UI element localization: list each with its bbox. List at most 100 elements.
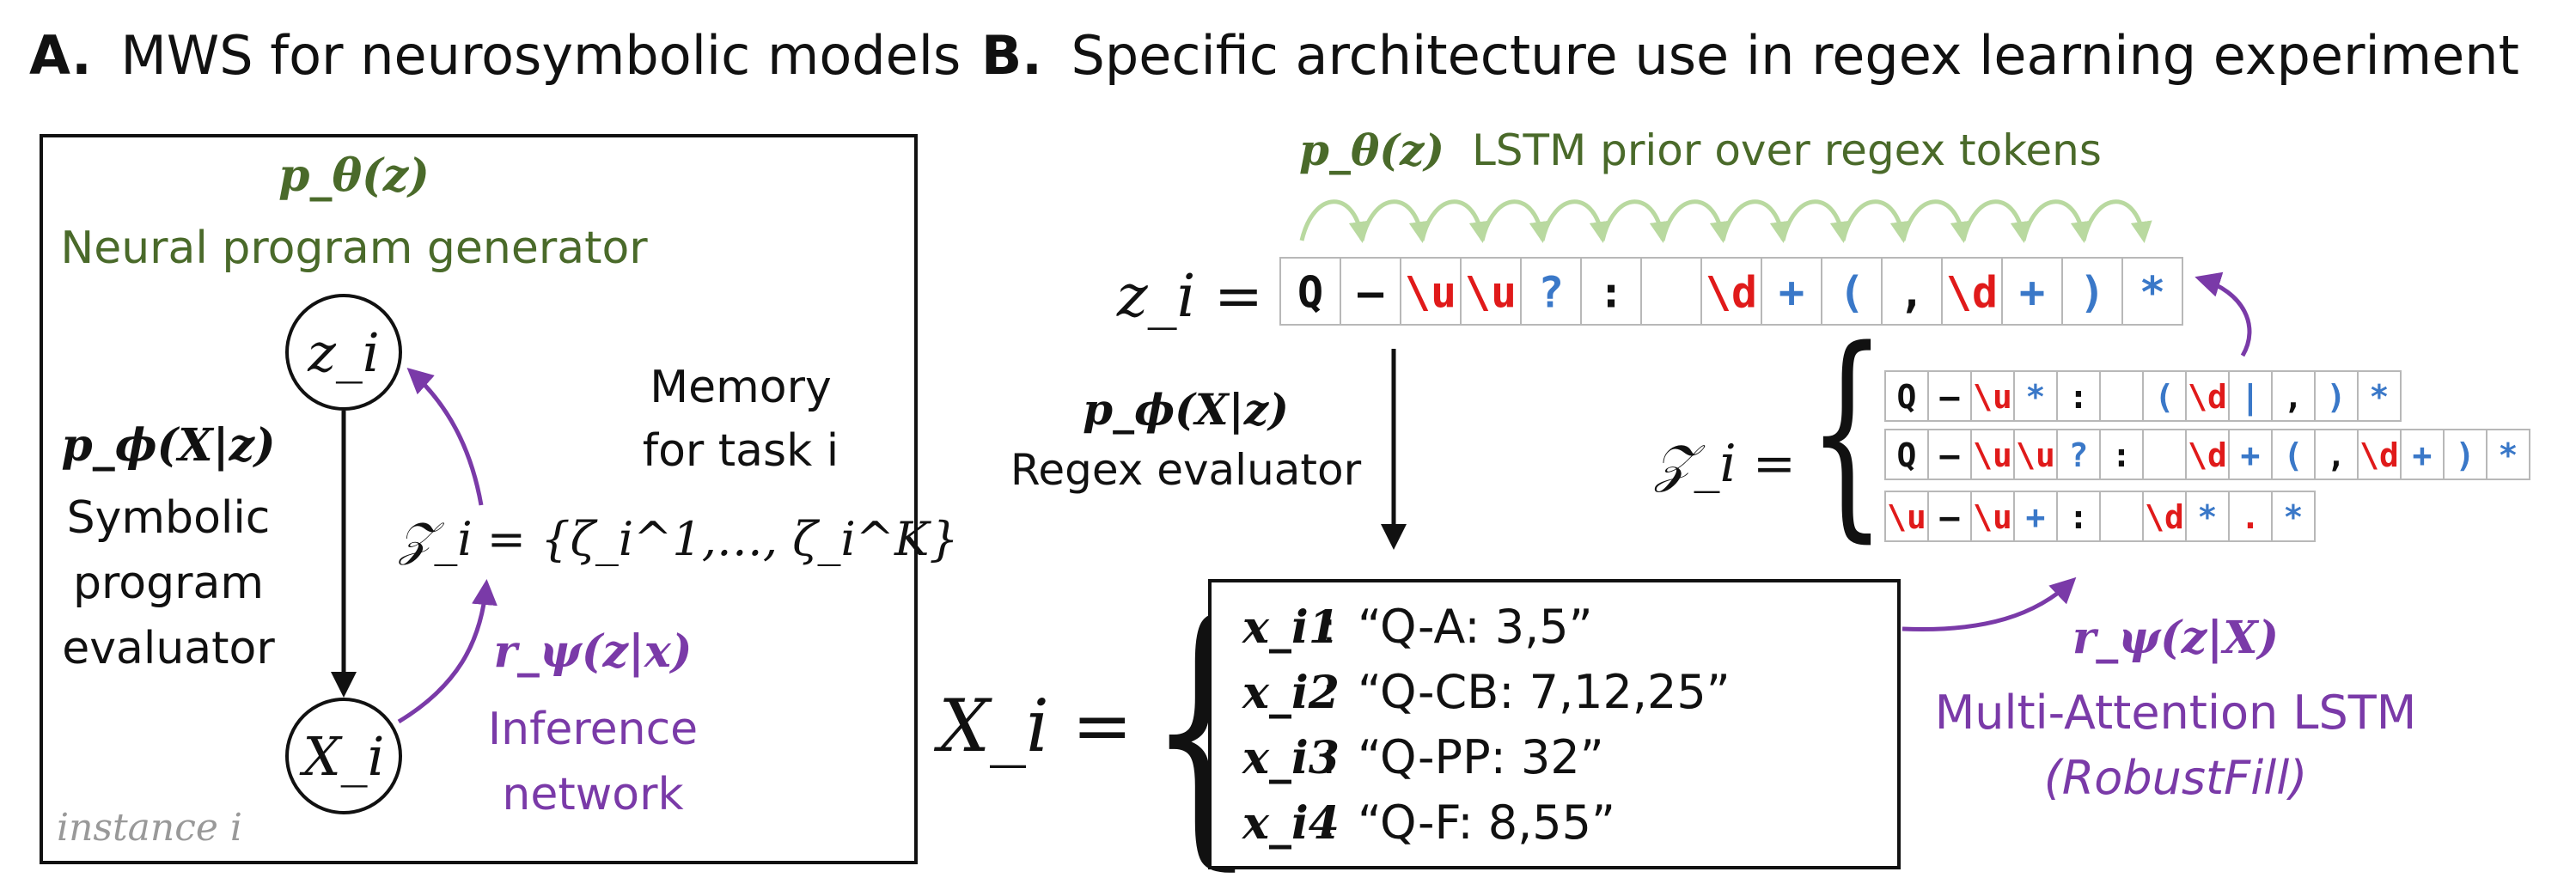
example-text: “Q-A: 3,5” bbox=[1358, 600, 1593, 654]
panel-b-evaluator-formula: p_ϕ(X|z) bbox=[1083, 384, 1289, 436]
token-cell bbox=[2357, 370, 2402, 422]
regex-token: \d bbox=[2145, 498, 2184, 536]
token-cell bbox=[1884, 429, 1929, 480]
example-colon: : bbox=[1322, 668, 1337, 719]
regex-token: – bbox=[1358, 268, 1384, 318]
token-cell bbox=[2142, 429, 2187, 480]
example-var: x_i1 bbox=[1242, 601, 1340, 654]
regex-token: | bbox=[2241, 378, 2261, 417]
regex-token: ( bbox=[1839, 268, 1865, 318]
panel-a-instance-label: instance i bbox=[57, 806, 242, 850]
panel-b-inference-label: Multi-Attention LSTM bbox=[1935, 686, 2417, 740]
regex-token: \u bbox=[1973, 436, 2012, 474]
panel-a-title: MWS for neurosymbolic models bbox=[120, 24, 961, 87]
example-text: “Q-F: 8,55” bbox=[1358, 796, 1615, 850]
lstm-arrow bbox=[1419, 199, 1491, 243]
panel-b-evaluator-label: Regex evaluator bbox=[1010, 445, 1362, 495]
panel-a-evaluator-label-2: program bbox=[73, 558, 264, 609]
panel-b: B. Specific architecture use in regex le… bbox=[933, 24, 2530, 878]
panel-a-memory-label-1: Memory bbox=[650, 362, 831, 413]
example-text: “Q-CB: 7,12,25” bbox=[1358, 665, 1731, 719]
panel-b-z-formula: z_i = bbox=[1116, 263, 1263, 331]
node-x bbox=[285, 698, 402, 814]
regex-token: * bbox=[2140, 268, 2165, 318]
regex-token: , bbox=[2327, 436, 2347, 474]
regex-token: * bbox=[2499, 436, 2518, 474]
lstm-arrow bbox=[1901, 199, 1972, 243]
regex-token: : bbox=[1598, 268, 1624, 318]
lstm-arrow bbox=[1540, 199, 1611, 243]
regex-token: ( bbox=[2284, 436, 2304, 474]
regex-token: , bbox=[1899, 268, 1925, 318]
regex-token: – bbox=[1940, 378, 1960, 416]
memory-to-z-arrow-b bbox=[2194, 271, 2252, 357]
token-cell bbox=[1970, 491, 2015, 542]
token-cell bbox=[2061, 257, 2123, 326]
regex-token: ? bbox=[2069, 436, 2089, 474]
token-cell bbox=[2400, 429, 2445, 480]
z-token-row: Q–\u\u?:\d+(,\d+)* bbox=[1279, 257, 2183, 326]
example-text: “Q-PP: 32” bbox=[1358, 730, 1604, 784]
panel-b-memory-formula: 𝒵_i = bbox=[1653, 434, 1796, 494]
lstm-arrow bbox=[1840, 199, 1912, 243]
token-cell bbox=[2228, 491, 2273, 542]
regex-token: , bbox=[2284, 378, 2304, 416]
regex-token: \d bbox=[2188, 436, 2227, 474]
regex-token: \d bbox=[1706, 268, 1757, 318]
regex-token: \u bbox=[1887, 498, 1926, 536]
token-cell bbox=[1970, 429, 2015, 480]
lstm-arrow bbox=[1961, 199, 2032, 243]
regex-token: \d bbox=[2188, 378, 2227, 416]
lstm-arrow bbox=[1299, 199, 1370, 243]
token-cell bbox=[1970, 370, 2015, 422]
regex-token: : bbox=[2112, 436, 2132, 474]
panel-a-prior-label: Neural program generator bbox=[60, 223, 648, 274]
regex-token: \u bbox=[1465, 268, 1517, 318]
token-cell bbox=[2271, 370, 2316, 422]
regex-token: . bbox=[2241, 498, 2261, 536]
token-cell bbox=[2142, 491, 2187, 542]
regex-token: + bbox=[2019, 268, 2045, 318]
regex-token: ) bbox=[2079, 268, 2105, 318]
token-cell bbox=[1927, 491, 1972, 542]
regex-token: ? bbox=[1538, 268, 1564, 318]
lstm-arrow bbox=[1359, 199, 1431, 243]
regex-token: * bbox=[2026, 378, 2046, 416]
memory-token-rows: Q–\u*:(\d|,)*Q–\u\u?:\d+(,\d+)*\u–\u+:\d… bbox=[1884, 370, 2530, 542]
token-cell bbox=[2121, 257, 2183, 326]
examples-to-memory-arrow bbox=[1901, 576, 2077, 631]
examples-list: x_i1 : “Q-A: 3,5” x_i2 : “Q-CB: 7,12,25”… bbox=[1242, 600, 1731, 850]
panel-b-x-formula: X_i = bbox=[933, 684, 1132, 768]
lstm-prior-arrows bbox=[1299, 199, 2152, 243]
panel-a-heading: A. MWS for neurosymbolic models bbox=[29, 24, 961, 87]
token-cell bbox=[2056, 429, 2101, 480]
token-cell bbox=[2185, 491, 2230, 542]
lstm-arrow bbox=[1600, 199, 1671, 243]
memory-row: Q–\u*:(\d|,)* bbox=[1884, 370, 2402, 422]
example-var: x_i4 bbox=[1242, 797, 1340, 850]
token-cell bbox=[1279, 257, 1341, 326]
panel-b-title: Specific architecture use in regex learn… bbox=[1071, 24, 2519, 87]
regex-token: * bbox=[2284, 498, 2304, 536]
token-cell bbox=[2056, 370, 2101, 422]
token-cell bbox=[2013, 491, 2058, 542]
memory-row: \u–\u+:\d*.* bbox=[1884, 491, 2316, 542]
token-cell bbox=[2271, 491, 2316, 542]
example-item: x_i3 : “Q-PP: 32” bbox=[1242, 730, 1604, 784]
regex-token: \u bbox=[1973, 378, 2012, 416]
token-cell bbox=[1927, 370, 1972, 422]
regex-token: : bbox=[2069, 498, 2089, 536]
panel-b-prior-formula: p_θ(z) bbox=[1299, 125, 1444, 175]
panel-a-evaluator-formula: p_ϕ(X|z) bbox=[61, 419, 275, 472]
panel-b-prior-label: LSTM prior over regex tokens bbox=[1472, 125, 2102, 175]
token-cell bbox=[2314, 370, 2359, 422]
panel-b-inference-sublabel: (RobustFill) bbox=[2044, 751, 2308, 805]
node-x-label: X_i bbox=[300, 725, 385, 788]
regex-token: \u bbox=[1405, 268, 1456, 318]
panel-b-prior: p_θ(z) LSTM prior over regex tokens bbox=[1299, 125, 2102, 175]
token-cell bbox=[1340, 257, 1401, 326]
regex-token: + bbox=[1779, 268, 1804, 318]
regex-token: + bbox=[2241, 436, 2261, 474]
token-cell bbox=[1884, 491, 1929, 542]
